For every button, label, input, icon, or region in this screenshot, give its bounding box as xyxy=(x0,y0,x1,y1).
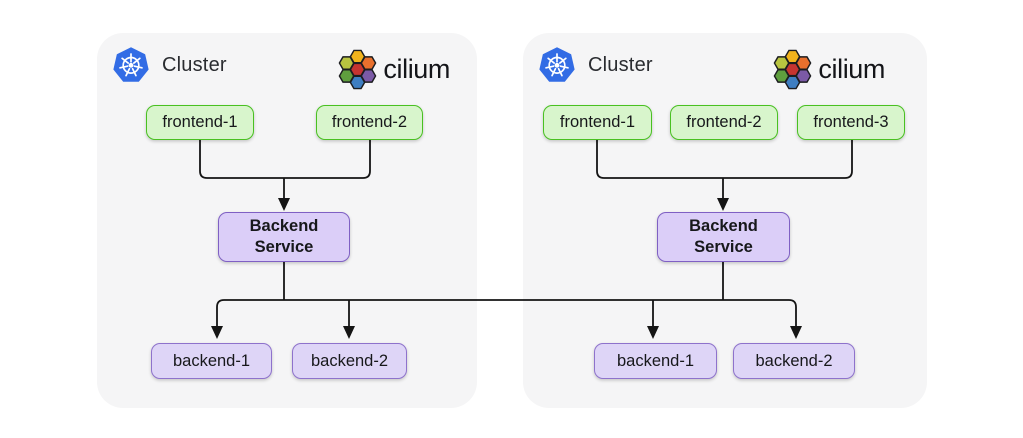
cluster-label: Cluster xyxy=(588,53,653,76)
backend-service-label: Backend Service xyxy=(689,216,758,256)
frontend-node-label: frontend-2 xyxy=(686,113,762,131)
backend-node-label: backend-1 xyxy=(172,351,251,370)
frontend-node-label: frontend-1 xyxy=(559,113,636,131)
frontend-node-label: frontend-3 xyxy=(813,113,889,131)
cluster-label: Cluster xyxy=(162,53,227,76)
kubernetes-header-group: Cluster xyxy=(112,46,227,84)
backend-service-node: Backend Service xyxy=(657,212,790,262)
arrowhead-down xyxy=(211,326,223,339)
cilium-icon xyxy=(338,49,377,90)
frontend-node: frontend-2 xyxy=(670,105,778,140)
arrowhead-down xyxy=(647,326,659,339)
backend-node: backend-1 xyxy=(594,343,717,379)
frontend-node-label: frontend-1 xyxy=(162,113,238,131)
cilium-brand-group: cilium xyxy=(770,49,885,90)
cilium-brand-group: cilium xyxy=(335,49,450,90)
backend-node: backend-2 xyxy=(733,343,855,379)
frontend-node: frontend-2 xyxy=(316,105,423,140)
backend-node-label: backend-2 xyxy=(755,351,833,370)
arrowhead-down xyxy=(343,326,355,339)
cilium-wordmark: cilium xyxy=(818,54,885,84)
frontend-node: frontend-1 xyxy=(543,105,652,140)
kubernetes-icon xyxy=(113,47,149,82)
kubernetes-icon xyxy=(539,47,575,82)
backend-service-label: Backend Service xyxy=(249,216,319,256)
cilium-wordmark: cilium xyxy=(383,54,450,84)
backend-node: backend-1 xyxy=(151,343,272,379)
frontend-node: frontend-1 xyxy=(146,105,254,140)
arrowhead-down xyxy=(790,326,802,339)
frontend-node: frontend-3 xyxy=(797,105,905,140)
cilium-icon xyxy=(773,49,812,90)
backend-node: backend-2 xyxy=(292,343,407,379)
cluster-card-right: Cluster cilium frontend-1 frontend-2 fro… xyxy=(523,33,927,408)
kubernetes-header-group: Cluster xyxy=(538,46,653,84)
backend-node-label: backend-1 xyxy=(616,351,695,370)
arrowhead-down xyxy=(278,198,290,211)
cluster-card-left: Cluster cilium frontend-1 frontend-2 Bac… xyxy=(97,33,477,408)
backend-node-label: backend-2 xyxy=(310,351,389,370)
arrowhead-down xyxy=(717,198,729,211)
backend-service-node: Backend Service xyxy=(218,212,350,262)
frontend-node-label: frontend-2 xyxy=(331,113,408,131)
